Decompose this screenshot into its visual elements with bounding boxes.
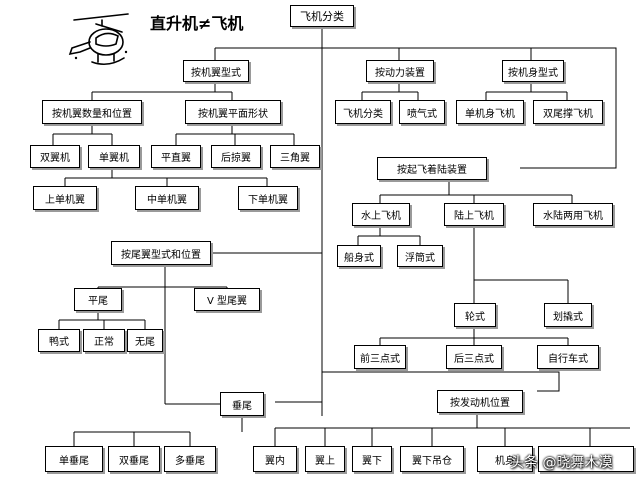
node-below-wing: 翼下	[352, 446, 392, 472]
node-single-vertical-tail: 单垂尾	[45, 446, 103, 472]
node-v-tail: V 型尾翼	[194, 288, 260, 311]
node-partial-hidden	[538, 446, 634, 472]
node-straight-wing: 平直翼	[151, 145, 201, 168]
helicopter-icon	[68, 13, 129, 66]
node-swept-wing: 后掠翼	[211, 145, 261, 168]
node-delta-wing: 三角翼	[270, 145, 320, 168]
node-twin-vertical-tail: 双垂尾	[108, 446, 160, 472]
node-under-wing-pod: 翼下吊仓	[400, 446, 464, 472]
node-tricycle-rear: 后三点式	[446, 345, 502, 369]
node-high-wing: 上单机翼	[33, 186, 97, 210]
node-plane-class: 飞机分类	[335, 100, 391, 124]
node-engine-position: 按发动机位置	[437, 390, 523, 413]
node-in-wing: 翼内	[253, 446, 297, 472]
node-tailless: 无尾	[127, 329, 163, 352]
node-amphibious: 水陆两用飞机	[533, 203, 613, 226]
node-vertical-tail: 垂尾	[220, 392, 264, 416]
node-water-plane: 水上飞机	[352, 203, 410, 226]
node-monoplane: 单翼机	[88, 145, 140, 168]
node-landing-gear: 按起飞着陆装置	[377, 157, 487, 180]
node-tail-type: 按尾翼型式和位置	[111, 241, 211, 265]
node-fuselage: 机身	[477, 446, 533, 472]
node-bicycle: 自行车式	[537, 345, 599, 369]
node-power: 按动力装置	[366, 60, 434, 82]
node-multi-vertical-tail: 多垂尾	[164, 446, 216, 472]
node-low-wing: 下单机翼	[238, 186, 298, 210]
node-duck: 鸭式	[38, 329, 80, 352]
node-wing-count-position: 按机翼数量和位置	[42, 100, 142, 124]
node-skid: 划撬式	[544, 303, 592, 327]
node-twin-boom: 双尾撑飞机	[533, 100, 603, 124]
node-land-plane: 陆上飞机	[444, 203, 504, 226]
node-jet: 喷气式	[399, 100, 445, 124]
watermark: 头条 @晓舞木漠	[510, 455, 613, 471]
node-wheeled: 轮式	[454, 303, 496, 327]
node-above-wing: 翼上	[305, 446, 345, 472]
node-fuselage-type: 按机身型式	[502, 60, 564, 82]
node-mid-wing: 中单机翼	[135, 186, 199, 210]
node-hull: 船身式	[337, 245, 381, 267]
node-single-fuselage: 单机身飞机	[456, 100, 524, 124]
node-float: 浮筒式	[397, 245, 443, 267]
node-horizontal-tail: 平尾	[74, 288, 122, 311]
node-tricycle-front: 前三点式	[354, 345, 406, 369]
node-normal: 正常	[83, 329, 125, 352]
helicopter-illustration	[66, 8, 136, 78]
node-wing-type: 按机翼型式	[183, 60, 249, 82]
root-node: 飞机分类	[290, 5, 354, 27]
node-wing-planform: 按机翼平面形状	[185, 100, 281, 124]
diagram-title: 直升机≠飞机	[150, 14, 244, 33]
node-biplane: 双翼机	[30, 145, 80, 168]
